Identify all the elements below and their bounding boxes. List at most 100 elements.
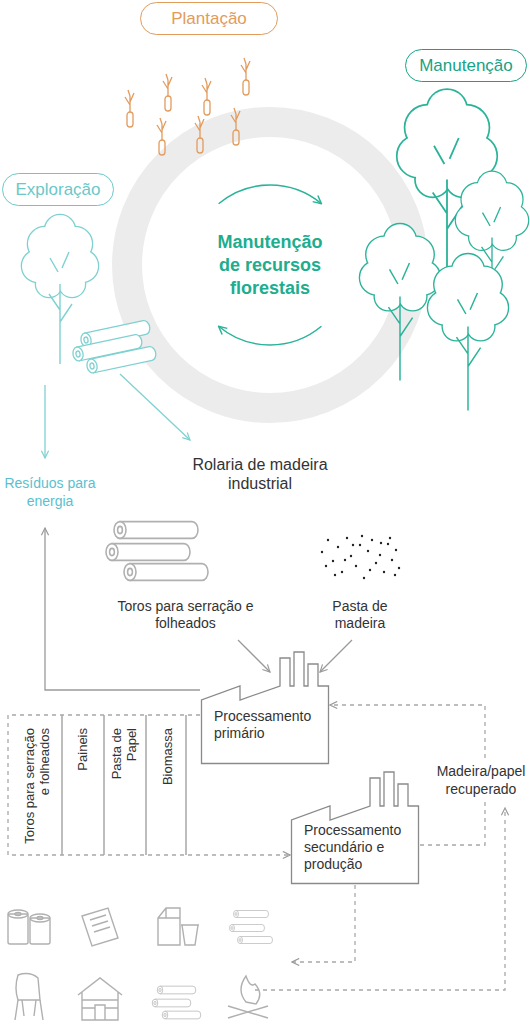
paper-roll-icon	[8, 910, 28, 918]
product-divider	[62, 715, 186, 855]
paper-roll-icon	[15, 913, 21, 916]
log-icon	[72, 334, 143, 362]
pulp-dots	[355, 565, 357, 567]
pulp-dots	[375, 562, 377, 564]
cycle-arrow	[219, 326, 322, 345]
node-label: Manutenção	[419, 56, 513, 76]
paper-roll-icon	[8, 914, 28, 944]
flow-connector	[8, 715, 290, 855]
pulp-dots	[352, 544, 354, 546]
pulp-dots	[346, 537, 348, 539]
pulp-dots	[341, 571, 343, 573]
pulp-dots	[395, 549, 397, 551]
ring-shape	[127, 122, 413, 408]
products-arrow	[292, 885, 355, 962]
product-label: Toros para serração e folheados	[22, 728, 52, 850]
seedling	[195, 116, 204, 153]
cycle-arrows	[219, 185, 322, 345]
log-pile-icon	[234, 911, 269, 918]
chair-icon	[15, 1000, 43, 1020]
grown-tree	[456, 172, 528, 314]
input-arrow	[238, 640, 270, 672]
pulp-dots	[367, 550, 369, 552]
node-label: Plantação	[171, 9, 247, 29]
pulp-dots	[387, 543, 389, 545]
flow-label: Rolaria de madeira industrial	[192, 455, 328, 493]
firewood-icon	[228, 976, 268, 1018]
flow-connector	[330, 705, 485, 845]
log-icon	[80, 320, 151, 348]
node-label: Manutenção de recursos florestais	[207, 231, 333, 300]
log-icon	[124, 564, 208, 581]
pulp-dots	[334, 574, 336, 576]
paper-roll-icon	[30, 918, 50, 944]
node-label: Processamento primário	[214, 708, 326, 742]
firewood-icon	[228, 1006, 268, 1018]
pulp-dots	[361, 535, 363, 537]
paper-sheet-icon	[82, 908, 118, 946]
grown-tree	[428, 254, 508, 410]
log-icon	[106, 544, 190, 561]
pulp-dots	[332, 560, 334, 562]
seedling	[157, 118, 166, 155]
log-pile-icon	[162, 1011, 201, 1019]
pulp-dots	[371, 539, 373, 541]
factory-shape	[200, 650, 330, 765]
chair-icon	[16, 974, 40, 1000]
pulp-dots	[321, 535, 400, 579]
log-pile-icon	[230, 911, 273, 944]
residue-arrow	[45, 528, 200, 690]
pulp-dots	[394, 574, 396, 576]
factory-node: Processamento secundário e produção	[290, 770, 420, 885]
log-icon	[114, 522, 198, 539]
factory-shape	[292, 772, 419, 884]
pulp-dots	[389, 537, 391, 539]
material-label: Toros para serração e folheados	[113, 598, 258, 632]
paper-roll-icon	[37, 917, 43, 920]
log-icon	[86, 346, 157, 374]
paper-sheet-icon	[82, 908, 118, 946]
product-label: Biomassa	[160, 728, 175, 850]
node-label: Processamento secundário e produção	[304, 822, 416, 873]
trees	[22, 90, 528, 411]
paper-roll-icon	[30, 914, 50, 922]
cycle-ring: Manutenção de recursos florestais	[110, 105, 430, 425]
packaging-icon	[181, 925, 199, 945]
harvest-arrows	[45, 374, 190, 458]
flow-label: Resíduos para energia	[0, 474, 100, 510]
pulp-dots	[344, 559, 346, 561]
dashed-flows	[255, 808, 505, 990]
harvest-tree	[22, 215, 98, 364]
pulp-dots	[363, 577, 365, 579]
stage-pill: Manutenção	[405, 49, 527, 82]
seedling	[231, 108, 240, 145]
chair-icon	[15, 974, 43, 1020]
flow-lines	[45, 528, 352, 855]
cycle-arrow	[219, 185, 322, 204]
sawlog-illustration	[106, 522, 208, 581]
log-pile-icon	[238, 937, 273, 944]
product-label: Pasta de Papel	[109, 728, 139, 790]
seedling	[241, 58, 250, 95]
pulp-dots	[325, 565, 327, 567]
recovery-arrow	[255, 808, 505, 990]
cabin-icon	[78, 978, 122, 1020]
seedling	[163, 74, 172, 111]
pulp-dots	[337, 546, 339, 548]
pulp-dots	[380, 542, 382, 544]
pulp-dots	[383, 571, 385, 573]
seedling	[125, 90, 134, 127]
packaging-icon	[158, 908, 199, 945]
log-pile-icon	[157, 986, 196, 994]
material-label: Pasta de madeira	[320, 598, 400, 632]
harvested-logs	[72, 320, 157, 374]
grown-tree	[398, 90, 497, 284]
log-pile-icon	[152, 986, 201, 1019]
stage-pill: Exploração	[2, 173, 114, 206]
node-label: Exploração	[15, 180, 100, 200]
packaging-icon	[158, 908, 180, 945]
